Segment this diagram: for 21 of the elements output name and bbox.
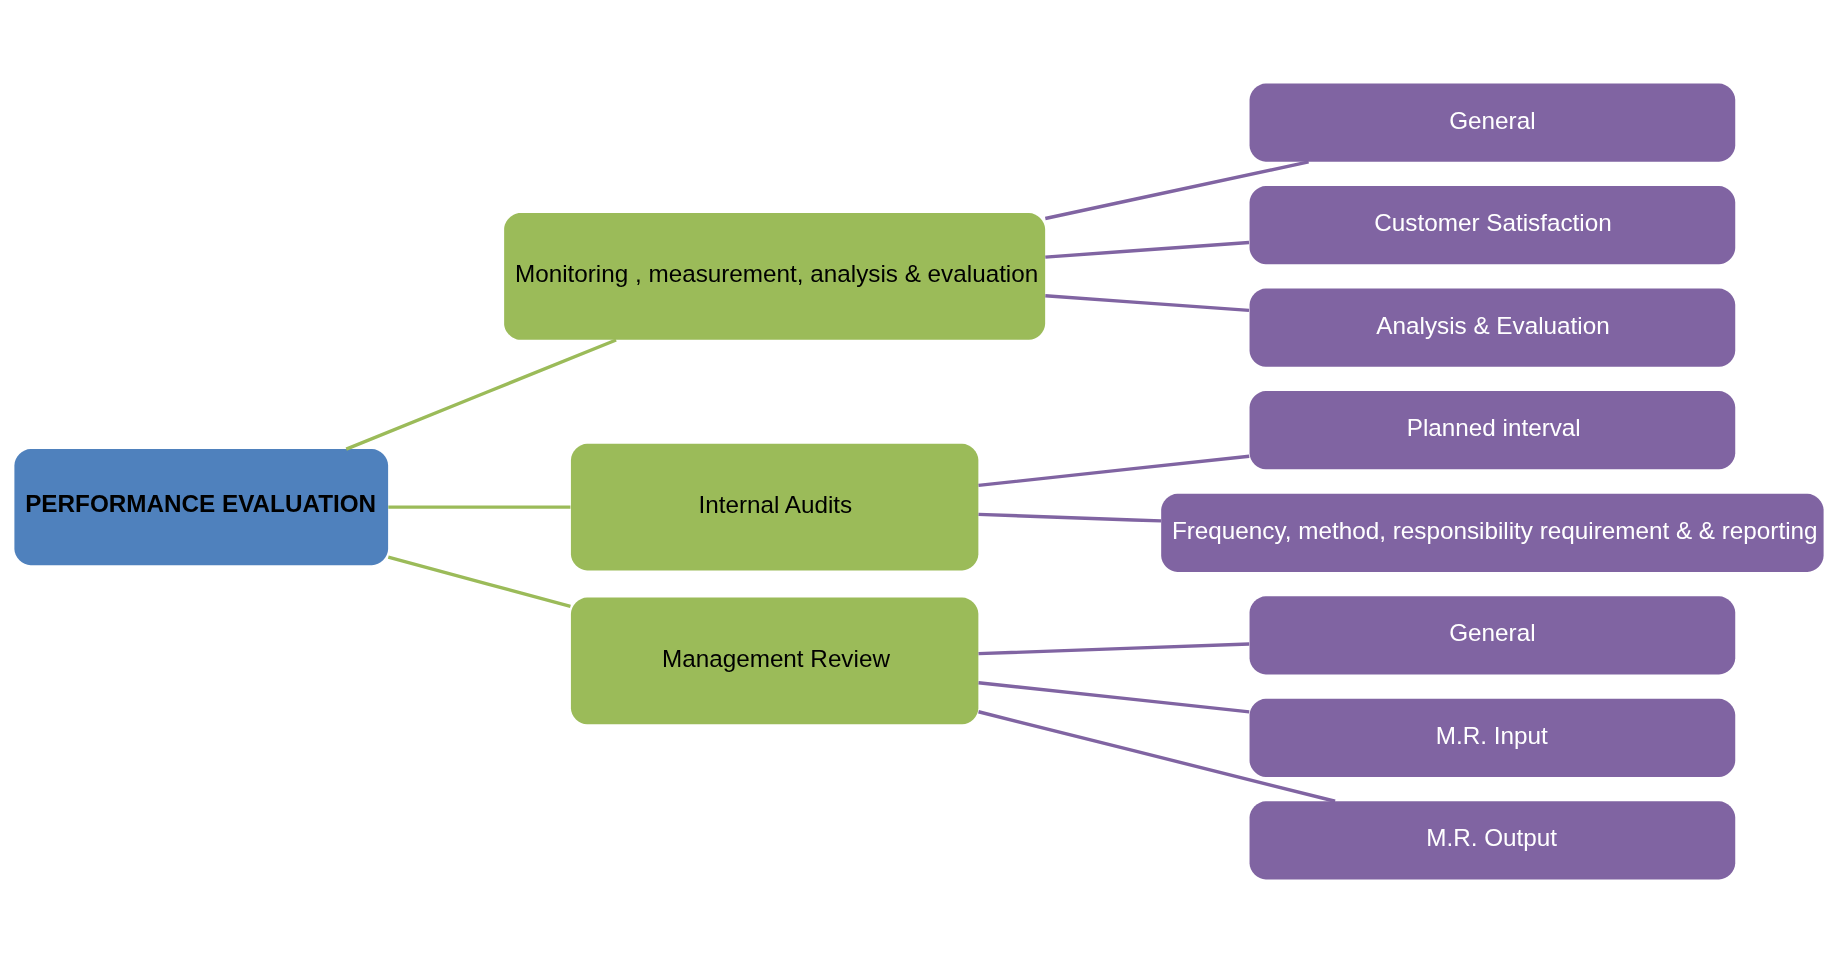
node-box: M.R. Output	[1249, 801, 1735, 880]
connector	[1044, 294, 1249, 313]
node-box: Customer Satisfaction	[1249, 186, 1735, 265]
node-box: Planned interval	[1249, 391, 1735, 470]
connector	[387, 555, 571, 608]
connector	[1044, 240, 1249, 259]
connector	[387, 505, 570, 509]
connector	[977, 642, 1249, 656]
connector	[345, 338, 617, 451]
node-box: M.R. Input	[1249, 698, 1735, 777]
node-box: Frequency, method, responsibility requirement & & reporting	[1160, 493, 1824, 572]
node-box: Analysis & Evaluation	[1249, 288, 1735, 367]
node-box: General	[1249, 596, 1735, 675]
node-box: Management Review	[570, 597, 978, 725]
connector	[977, 512, 1161, 523]
connector	[977, 681, 1249, 714]
connector	[977, 454, 1249, 488]
node-box: General	[1249, 83, 1735, 162]
node-box: PERFORMANCE EVALUATION	[13, 449, 388, 566]
node-box: Internal Audits	[570, 443, 978, 571]
node-box: Monitoring , measurement, analysis & evaluation	[503, 213, 1045, 340]
